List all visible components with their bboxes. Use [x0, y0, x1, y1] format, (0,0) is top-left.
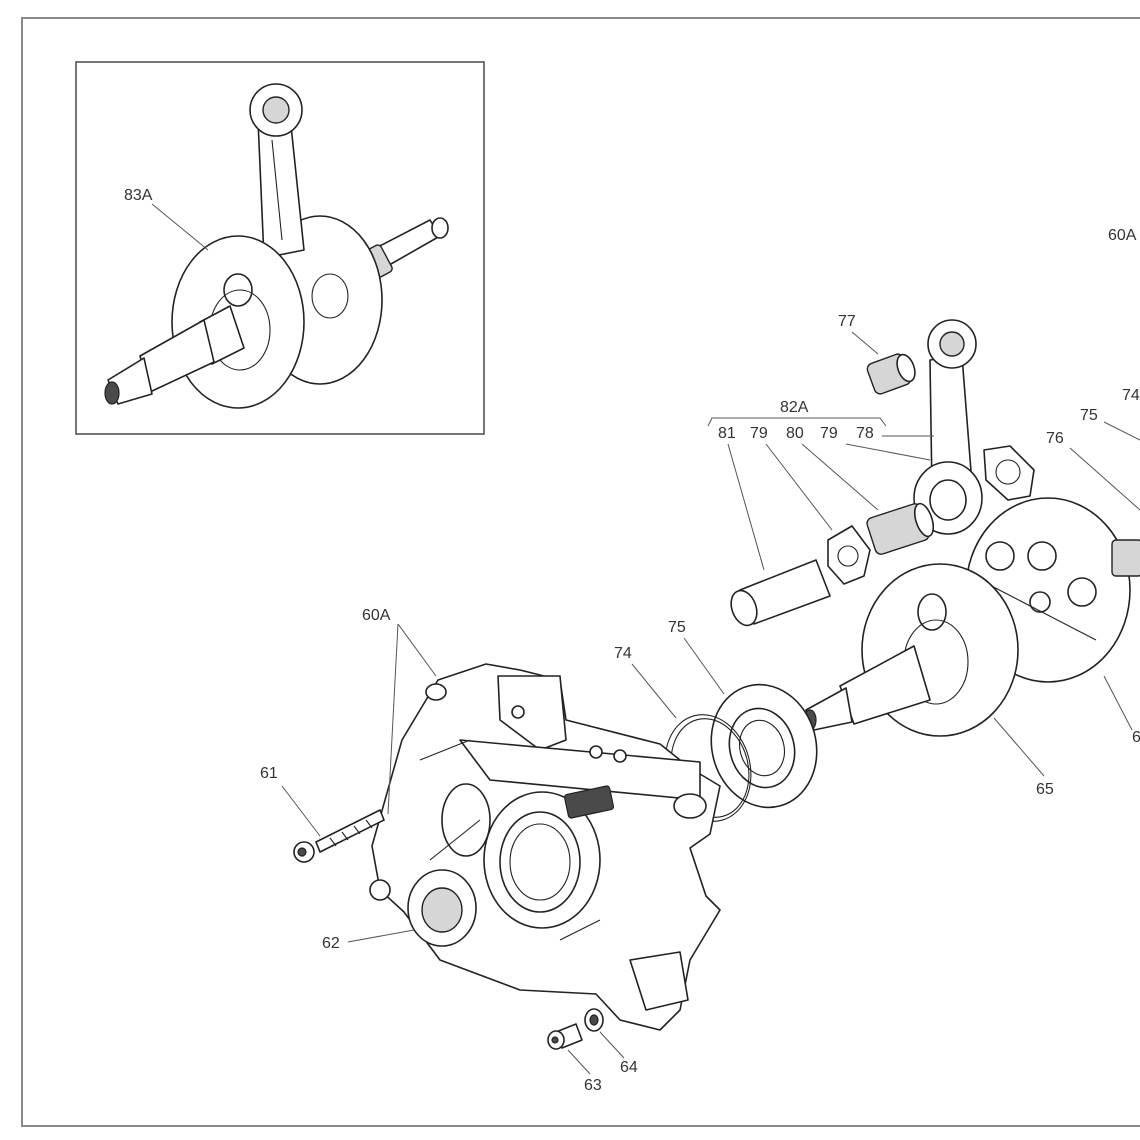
part-washer — [584, 1008, 604, 1032]
inset-border — [75, 61, 485, 435]
leader-79-a — [765, 443, 833, 531]
part-big-end-bearing — [866, 502, 935, 555]
label-60A-left: 60A — [362, 607, 391, 624]
label-83A: 83A — [124, 187, 153, 204]
part-conrod — [913, 319, 983, 535]
label-6-edge: 6 — [1132, 729, 1140, 746]
label-65: 65 — [1036, 781, 1054, 798]
label-76: 76 — [1046, 430, 1064, 447]
part-main-bearing — [710, 683, 818, 809]
label-79-b: 79 — [820, 425, 838, 442]
leader-80 — [801, 443, 879, 511]
leader-81 — [727, 443, 765, 571]
inset-flywheel-left — [171, 235, 305, 409]
part-crankpin — [730, 559, 831, 627]
part-crankcase — [369, 663, 721, 1031]
part-thrust-washer-right — [983, 445, 1035, 501]
leader-83A — [151, 203, 209, 251]
part-stud — [293, 809, 385, 863]
leader-60A-left — [387, 623, 437, 815]
leader-77 — [851, 331, 879, 355]
inset-left-shaft — [104, 305, 245, 405]
leader-62 — [347, 929, 415, 943]
leader-64 — [599, 1031, 625, 1059]
part-small-end-bearing — [866, 353, 916, 395]
bracket-82A — [707, 417, 887, 427]
label-81: 81 — [718, 425, 736, 442]
label-78: 78 — [856, 425, 874, 442]
leader-79-b — [845, 443, 931, 461]
inset-conrod — [249, 83, 305, 259]
label-61: 61 — [260, 765, 278, 782]
label-75-left: 75 — [668, 619, 686, 636]
diagram-frame — [21, 17, 1140, 1127]
label-74-right: 74 — [1122, 387, 1140, 404]
leader-76 — [1069, 447, 1140, 511]
leader-75-right — [1103, 421, 1140, 441]
label-77: 77 — [838, 313, 856, 330]
label-63: 63 — [584, 1077, 602, 1094]
label-80: 80 — [786, 425, 804, 442]
part-flywheel-left — [803, 563, 1019, 737]
part-thrust-washer-left — [827, 525, 871, 585]
label-75-right: 75 — [1080, 407, 1098, 424]
label-82A: 82A — [780, 399, 809, 416]
part-screw — [547, 1023, 583, 1050]
label-62: 62 — [322, 935, 340, 952]
leader-74-left — [631, 663, 677, 719]
leader-61 — [281, 785, 321, 837]
inset-crankshaft-box: 83A — [75, 61, 485, 435]
label-60A-upper: 60A — [1108, 227, 1137, 244]
leader-75-left — [683, 637, 725, 695]
label-79-a: 79 — [750, 425, 768, 442]
label-64: 64 — [620, 1059, 638, 1076]
leader-6-edge — [1103, 675, 1133, 731]
leader-63 — [567, 1049, 591, 1075]
label-74-left: 74 — [614, 645, 632, 662]
leader-65 — [993, 717, 1045, 777]
